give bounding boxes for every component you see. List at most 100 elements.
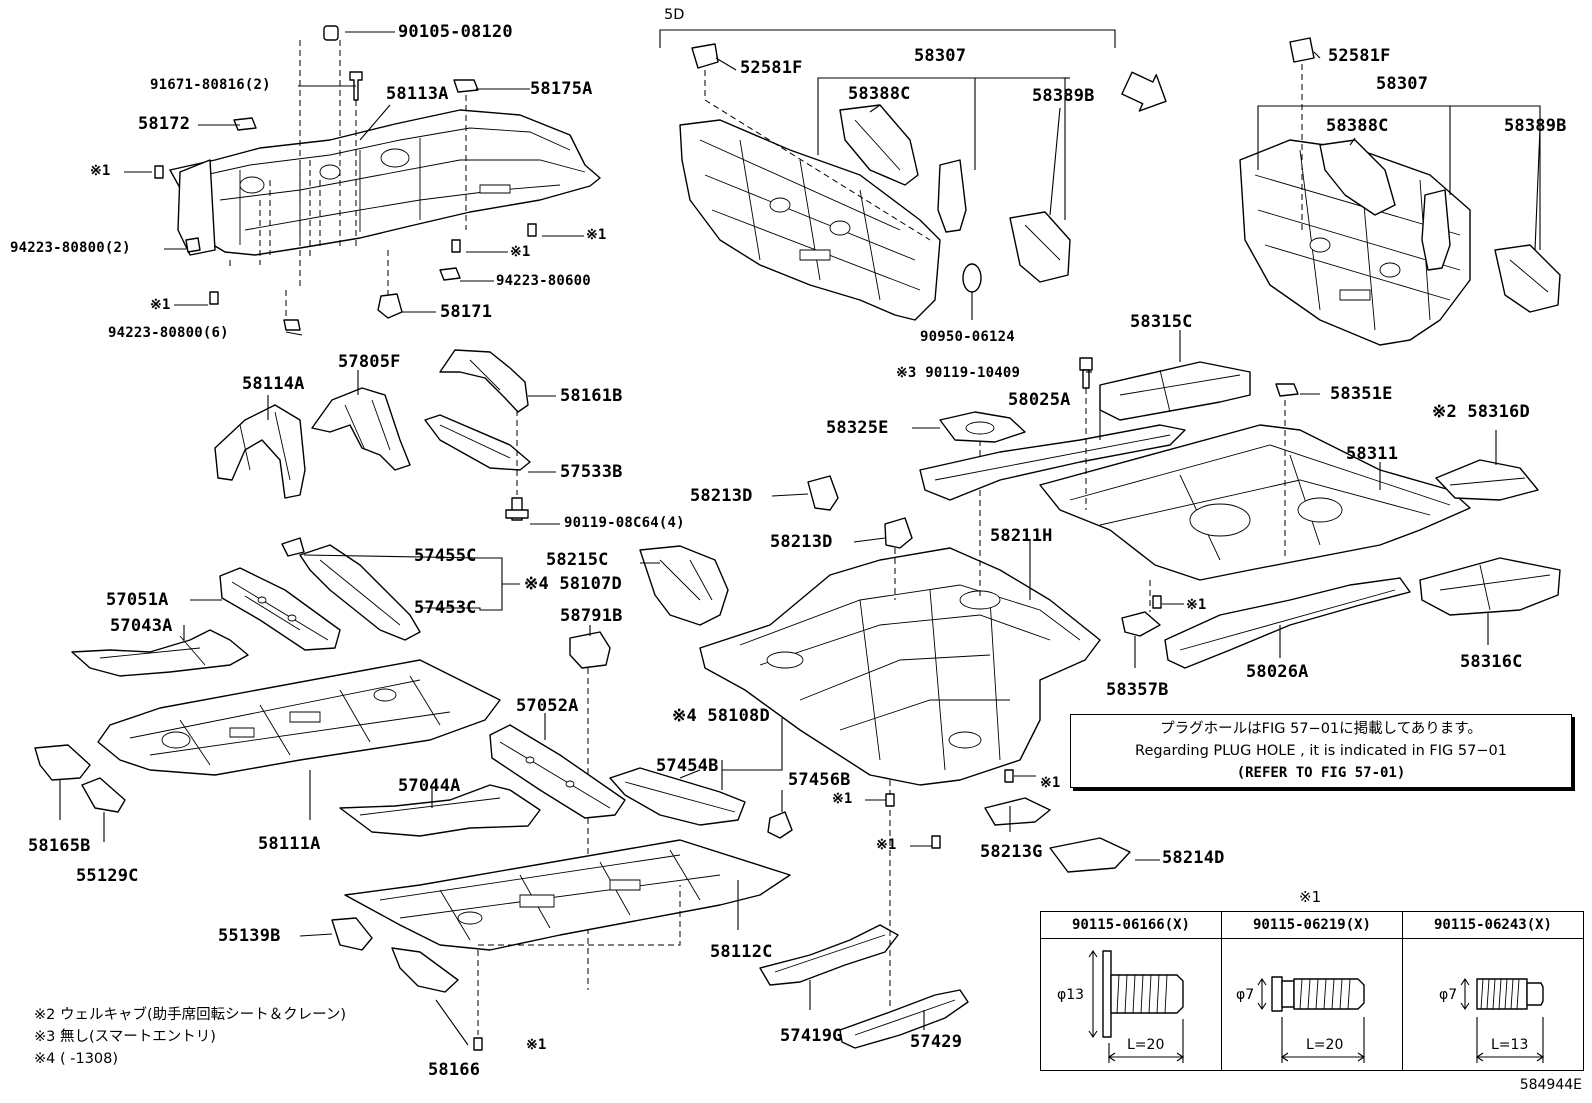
label-52581F-left: 52581F [740, 58, 803, 78]
label-94223-80800-2: 94223-80800(2) [10, 240, 131, 256]
label-57051A: 57051A [106, 590, 169, 610]
label-58316D: ※2 58316D [1432, 402, 1530, 422]
notice-line-ref: (REFER TO FIG 57-01) [1236, 765, 1406, 781]
fastener-cell-1: φ13 L=20 [1041, 939, 1221, 1070]
part-57454B-member [610, 768, 745, 825]
label-58112C: 58112C [710, 942, 773, 962]
label-note1-c: ※1 [586, 227, 607, 243]
label-58114A: 58114A [242, 374, 305, 394]
part-58316C-panel [1420, 558, 1560, 615]
fastener-length-1: L=20 [1127, 1037, 1165, 1053]
stud-bolt-icon [1088, 950, 1184, 1063]
label-58315C: 58315C [1130, 312, 1193, 332]
part-58311-rear-floor [1040, 400, 1470, 580]
part-57456B-bracket [768, 812, 792, 838]
part-55139B-bracket [332, 918, 372, 950]
label-58113A: 58113A [386, 84, 449, 104]
label-58165B: 58165B [28, 836, 91, 856]
part-58111A-floor-pan [98, 660, 500, 775]
footnote-3: ※3 無し(スマートエントリ) [34, 1029, 216, 1045]
part-58213D-brackets [808, 476, 912, 600]
fastener-diameter-2: φ7 [1236, 987, 1255, 1003]
part-58215C-bracket [640, 546, 728, 625]
label-55139B: 55139B [218, 926, 281, 946]
label-58025A: 58025A [1008, 390, 1071, 410]
label-58316C: 58316C [1460, 652, 1523, 672]
label-94223-80600: 94223-80600 [496, 273, 591, 289]
notice-line-en: Regarding PLUG HOLE , it is indicated in… [1135, 743, 1507, 759]
small-bolts-center [886, 596, 1161, 848]
label-57455C: 57455C [414, 546, 477, 566]
plug-hole-notice: プラグホールはFIG 57−01に掲載してあります。 Regarding PLU… [1070, 714, 1572, 788]
notice-line-jp: プラグホールはFIG 57−01に掲載してあります。 [1160, 721, 1482, 737]
label-55129C: 55129C [76, 866, 139, 886]
part-58325E-cover [940, 412, 1025, 442]
label-58307-right: 58307 [1376, 74, 1429, 94]
fastener-part-2: 90115-06219(X) [1221, 912, 1402, 938]
fastener-diameter-1: φ13 [1057, 987, 1085, 1003]
label-52581F-right: 52581F [1328, 46, 1391, 66]
part-57533B-member [425, 410, 530, 520]
label-note1-a: ※1 [90, 163, 111, 179]
part-58112C-floor-pan [345, 840, 790, 950]
label-90105-08120: 90105-08120 [398, 22, 513, 42]
label-note1-g: ※1 [876, 837, 897, 853]
part-58307-brace-right [1422, 190, 1450, 270]
fastener-length-3: L=13 [1491, 1037, 1529, 1053]
label-58213G: 58213G [980, 842, 1043, 862]
part-55129C-bracket [82, 778, 125, 812]
part-58166-bracket [392, 885, 680, 1050]
fastener-part-3: 90115-06243(X) [1402, 912, 1583, 938]
label-note1-d: ※1 [150, 297, 171, 313]
part-58315C-panel [1100, 362, 1250, 420]
label-58389B-left: 58389B [1032, 86, 1095, 106]
label-57456B: 57456B [788, 770, 851, 790]
footnote-2: ※2 ウェルキャブ(助手席回転シート＆クレーン) [34, 1007, 347, 1023]
arrow-icon [1119, 65, 1175, 119]
label-57453C: 57453C [414, 598, 477, 618]
figure-code: 584944E [1519, 1077, 1582, 1093]
fastener-table-title: ※1 [1299, 888, 1322, 906]
bolt-90119-10409 [1080, 358, 1092, 510]
part-57419G-member [760, 925, 898, 985]
part-58388C-right [1320, 140, 1395, 215]
label-58026A: 58026A [1246, 662, 1309, 682]
part-58307-brace-left [938, 160, 966, 232]
part-58026A-member [1165, 578, 1410, 668]
part-58389B-left [1010, 212, 1070, 282]
dashed-assembly-lines-upper-left [230, 40, 466, 320]
stud-bolt-icon [1460, 978, 1544, 1063]
label-note1-b: ※1 [510, 244, 531, 260]
label-58161B: 58161B [560, 386, 623, 406]
label-58213D-b: 58213D [770, 532, 833, 552]
part-58316D-panel [1436, 460, 1538, 500]
label-58171: 58171 [440, 302, 493, 322]
label-57805F: 57805F [338, 352, 401, 372]
part-57052A-member [490, 725, 625, 818]
part-dash-panel-left [680, 120, 940, 320]
label-note1-f: ※1 [832, 791, 853, 807]
part-57043A-member [72, 630, 248, 676]
label-57052A: 57052A [516, 696, 579, 716]
fastener-table: 90115-06166(X) 90115-06219(X) 90115-0624… [1040, 911, 1584, 1071]
footnote-4: ※4 ( -1308) [34, 1051, 119, 1067]
fastener-drawing-row: φ13 L=20 φ7 L=20 [1041, 939, 1583, 1070]
fastener-header-row: 90115-06166(X) 90115-06219(X) 90115-0624… [1041, 912, 1583, 939]
label-58325E: 58325E [826, 418, 889, 438]
label-58311: 58311 [1346, 444, 1399, 464]
fastener-length-2: L=20 [1306, 1037, 1344, 1053]
part-58114A-bracket [215, 405, 305, 498]
label-57454B: 57454B [656, 756, 719, 776]
label-57044A: 57044A [398, 776, 461, 796]
label-58211H: 58211H [990, 526, 1053, 546]
part-58388C-left [840, 105, 918, 185]
label-57429: 57429 [910, 1032, 963, 1052]
label-90950-06124: 90950-06124 [920, 329, 1015, 345]
bracket-5D-group [660, 30, 1115, 48]
group-label-5D: 5D [664, 7, 685, 23]
label-58357B: 58357B [1106, 680, 1169, 700]
part-90950-06124-grommet [963, 264, 981, 292]
fastener-part-1: 90115-06166(X) [1071, 917, 1190, 933]
